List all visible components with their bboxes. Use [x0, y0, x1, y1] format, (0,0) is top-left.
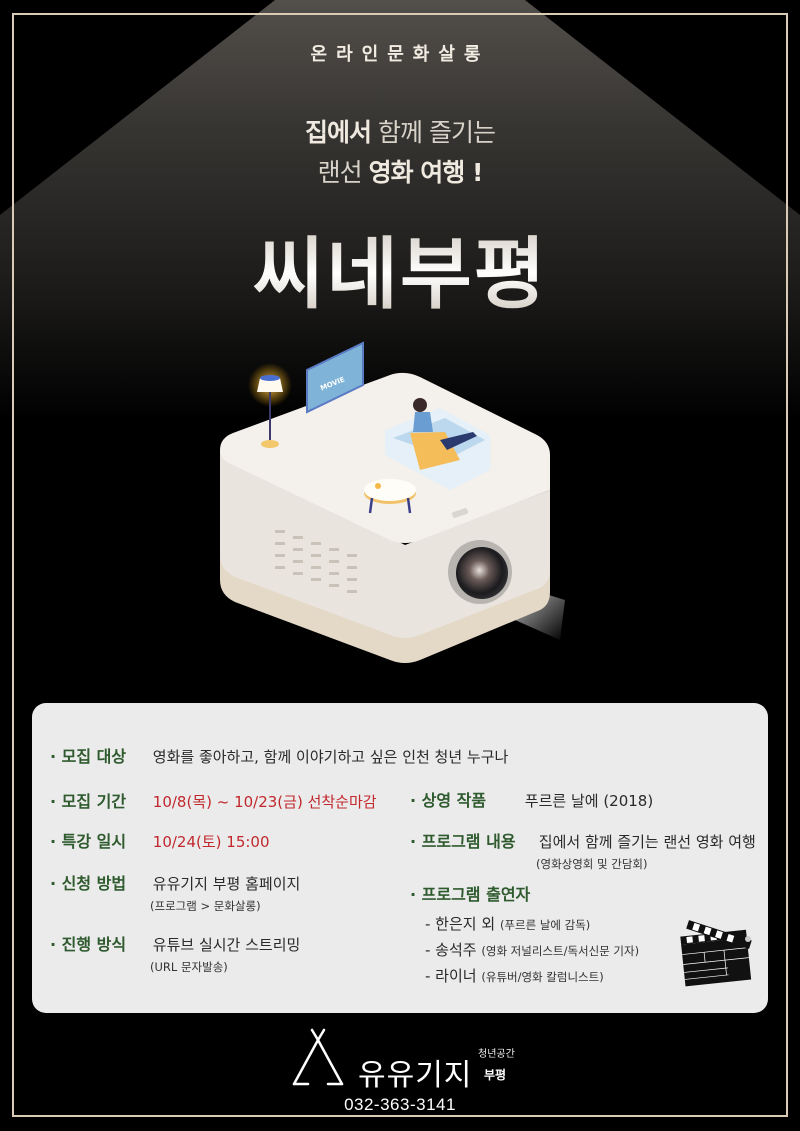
phone-number: 032-363-3141: [344, 1095, 456, 1114]
info-row-progress-method: · 진행 방식 유튜브 실시간 스트리밍 (URL 문자발송): [50, 931, 300, 975]
guest-name: - 한은지 외: [425, 915, 496, 933]
info-row-program-content: · 프로그램 내용 집에서 함께 즐기는 랜선 영화 여행 (영화상영회 및 간…: [410, 828, 756, 872]
info-label: · 진행 방식: [50, 935, 127, 954]
guest-item: - 한은지 외 (푸르른 날에 감독): [425, 913, 590, 934]
info-value: 10/24(토) 15:00: [152, 833, 270, 851]
guest-name: - 라이너: [425, 967, 477, 985]
info-value: 10/8(목) ~ 10/23(금) 선착순마감: [152, 793, 377, 811]
tent-logo-icon: [292, 1028, 344, 1086]
guest-role: (유튜버/영화 칼럼니스트): [481, 970, 604, 984]
info-label: · 프로그램 내용: [410, 832, 516, 851]
info-label: · 프로그램 출연자: [410, 885, 531, 904]
guest-item: - 라이너 (유튜버/영화 칼럼니스트): [425, 965, 604, 986]
info-row-lecture-date: · 특강 일시 10/24(토) 15:00: [50, 828, 270, 852]
main-title: 씨네부평: [0, 212, 800, 324]
info-value: 영화를 좋아하고, 함께 이야기하고 싶은 인천 청년 누구나: [152, 748, 509, 766]
yuyugiji-logo: 유유기지 부평: [288, 1028, 518, 1093]
tagline: 집에서 함께 즐기는 랜선 영화 여행 !: [0, 113, 800, 193]
tagline-line-1: 집에서 함께 즐기는: [0, 113, 800, 153]
tagline-bold-2: 영화 여행 !: [368, 158, 484, 187]
info-label: · 신청 방법: [50, 874, 127, 893]
clapperboard-icon: [680, 920, 752, 987]
info-note: (영화상영회 및 간담회): [536, 857, 648, 871]
guest-item: - 송석주 (영화 저널리스트/독서신문 기자): [425, 939, 639, 960]
tagline-line-2: 랜선 영화 여행 !: [0, 153, 800, 193]
info-value: 집에서 함께 즐기는 랜선 영화 여행: [538, 833, 756, 851]
info-value: 유튜브 실시간 스트리밍: [152, 936, 301, 954]
tagline-start-2: 랜선: [317, 158, 369, 187]
info-label: · 모집 기간: [50, 792, 127, 811]
info-note: (프로그램 > 문화살롱): [150, 899, 261, 913]
guest-name: - 송석주: [425, 941, 477, 959]
info-row-recruit-target: · 모집 대상 영화를 좋아하고, 함께 이야기하고 싶은 인천 청년 누구나: [50, 743, 508, 767]
info-label: · 특강 일시: [50, 832, 127, 851]
guest-role: (푸르른 날에 감독): [499, 918, 591, 932]
guest-role: (영화 저널리스트/독서신문 기자): [481, 944, 640, 958]
info-label: · 상영 작품: [410, 791, 487, 810]
info-row-apply-method: · 신청 방법 유유기지 부평 홈페이지 (프로그램 > 문화살롱): [50, 870, 300, 914]
info-row-screening: · 상영 작품 푸르른 날에 (2018): [410, 787, 653, 811]
info-label: · 모집 대상: [50, 747, 127, 766]
info-value: 유유기지 부평 홈페이지: [152, 875, 301, 893]
projector-room-illustration: MOVIE: [215, 330, 565, 675]
projector-icon: MOVIE: [220, 341, 565, 663]
logo-sub: 부평: [484, 1068, 507, 1082]
tagline-rest-1: 함께 즐기는: [371, 118, 496, 147]
info-value: 푸르른 날에 (2018): [524, 792, 654, 810]
youth-space-label: 청년공간: [478, 1049, 515, 1060]
info-row-guests: · 프로그램 출연자: [410, 881, 530, 905]
info-note: (URL 문자발송): [150, 960, 228, 974]
tagline-bold-1: 집에서: [305, 118, 372, 147]
logo-text: 유유기지: [358, 1058, 473, 1093]
info-panel: · 모집 대상 영화를 좋아하고, 함께 이야기하고 싶은 인천 청년 누구나 …: [32, 703, 768, 1013]
info-row-recruit-period: · 모집 기간 10/8(목) ~ 10/23(금) 선착순마감: [50, 788, 377, 812]
event-subtitle: 온라인문화살롱: [310, 44, 490, 65]
